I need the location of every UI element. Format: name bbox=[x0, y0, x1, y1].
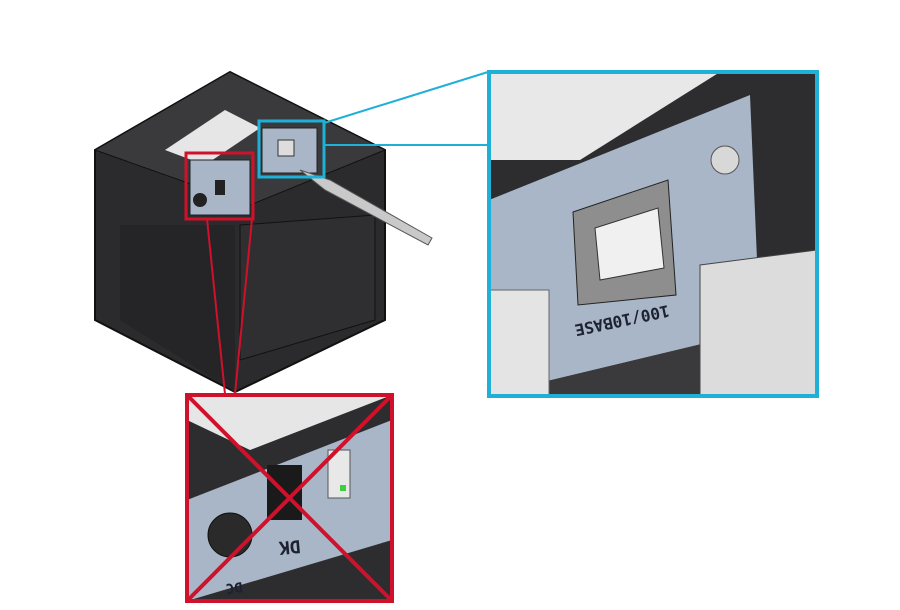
ok-port-highlight bbox=[257, 119, 326, 179]
red-leader-line bbox=[234, 218, 253, 395]
ng-port-highlight bbox=[184, 151, 255, 221]
dk-port-label: DK bbox=[278, 535, 302, 558]
printer-illustration bbox=[93, 70, 433, 394]
blue-leader-line bbox=[323, 71, 489, 124]
dk-port-callout: DK DC bbox=[185, 393, 394, 603]
cross-mark bbox=[185, 393, 394, 603]
red-leader-line bbox=[206, 218, 226, 395]
lan-port-callout: 100/10BASE bbox=[487, 70, 819, 398]
dc-port-label: DC bbox=[225, 578, 244, 596]
